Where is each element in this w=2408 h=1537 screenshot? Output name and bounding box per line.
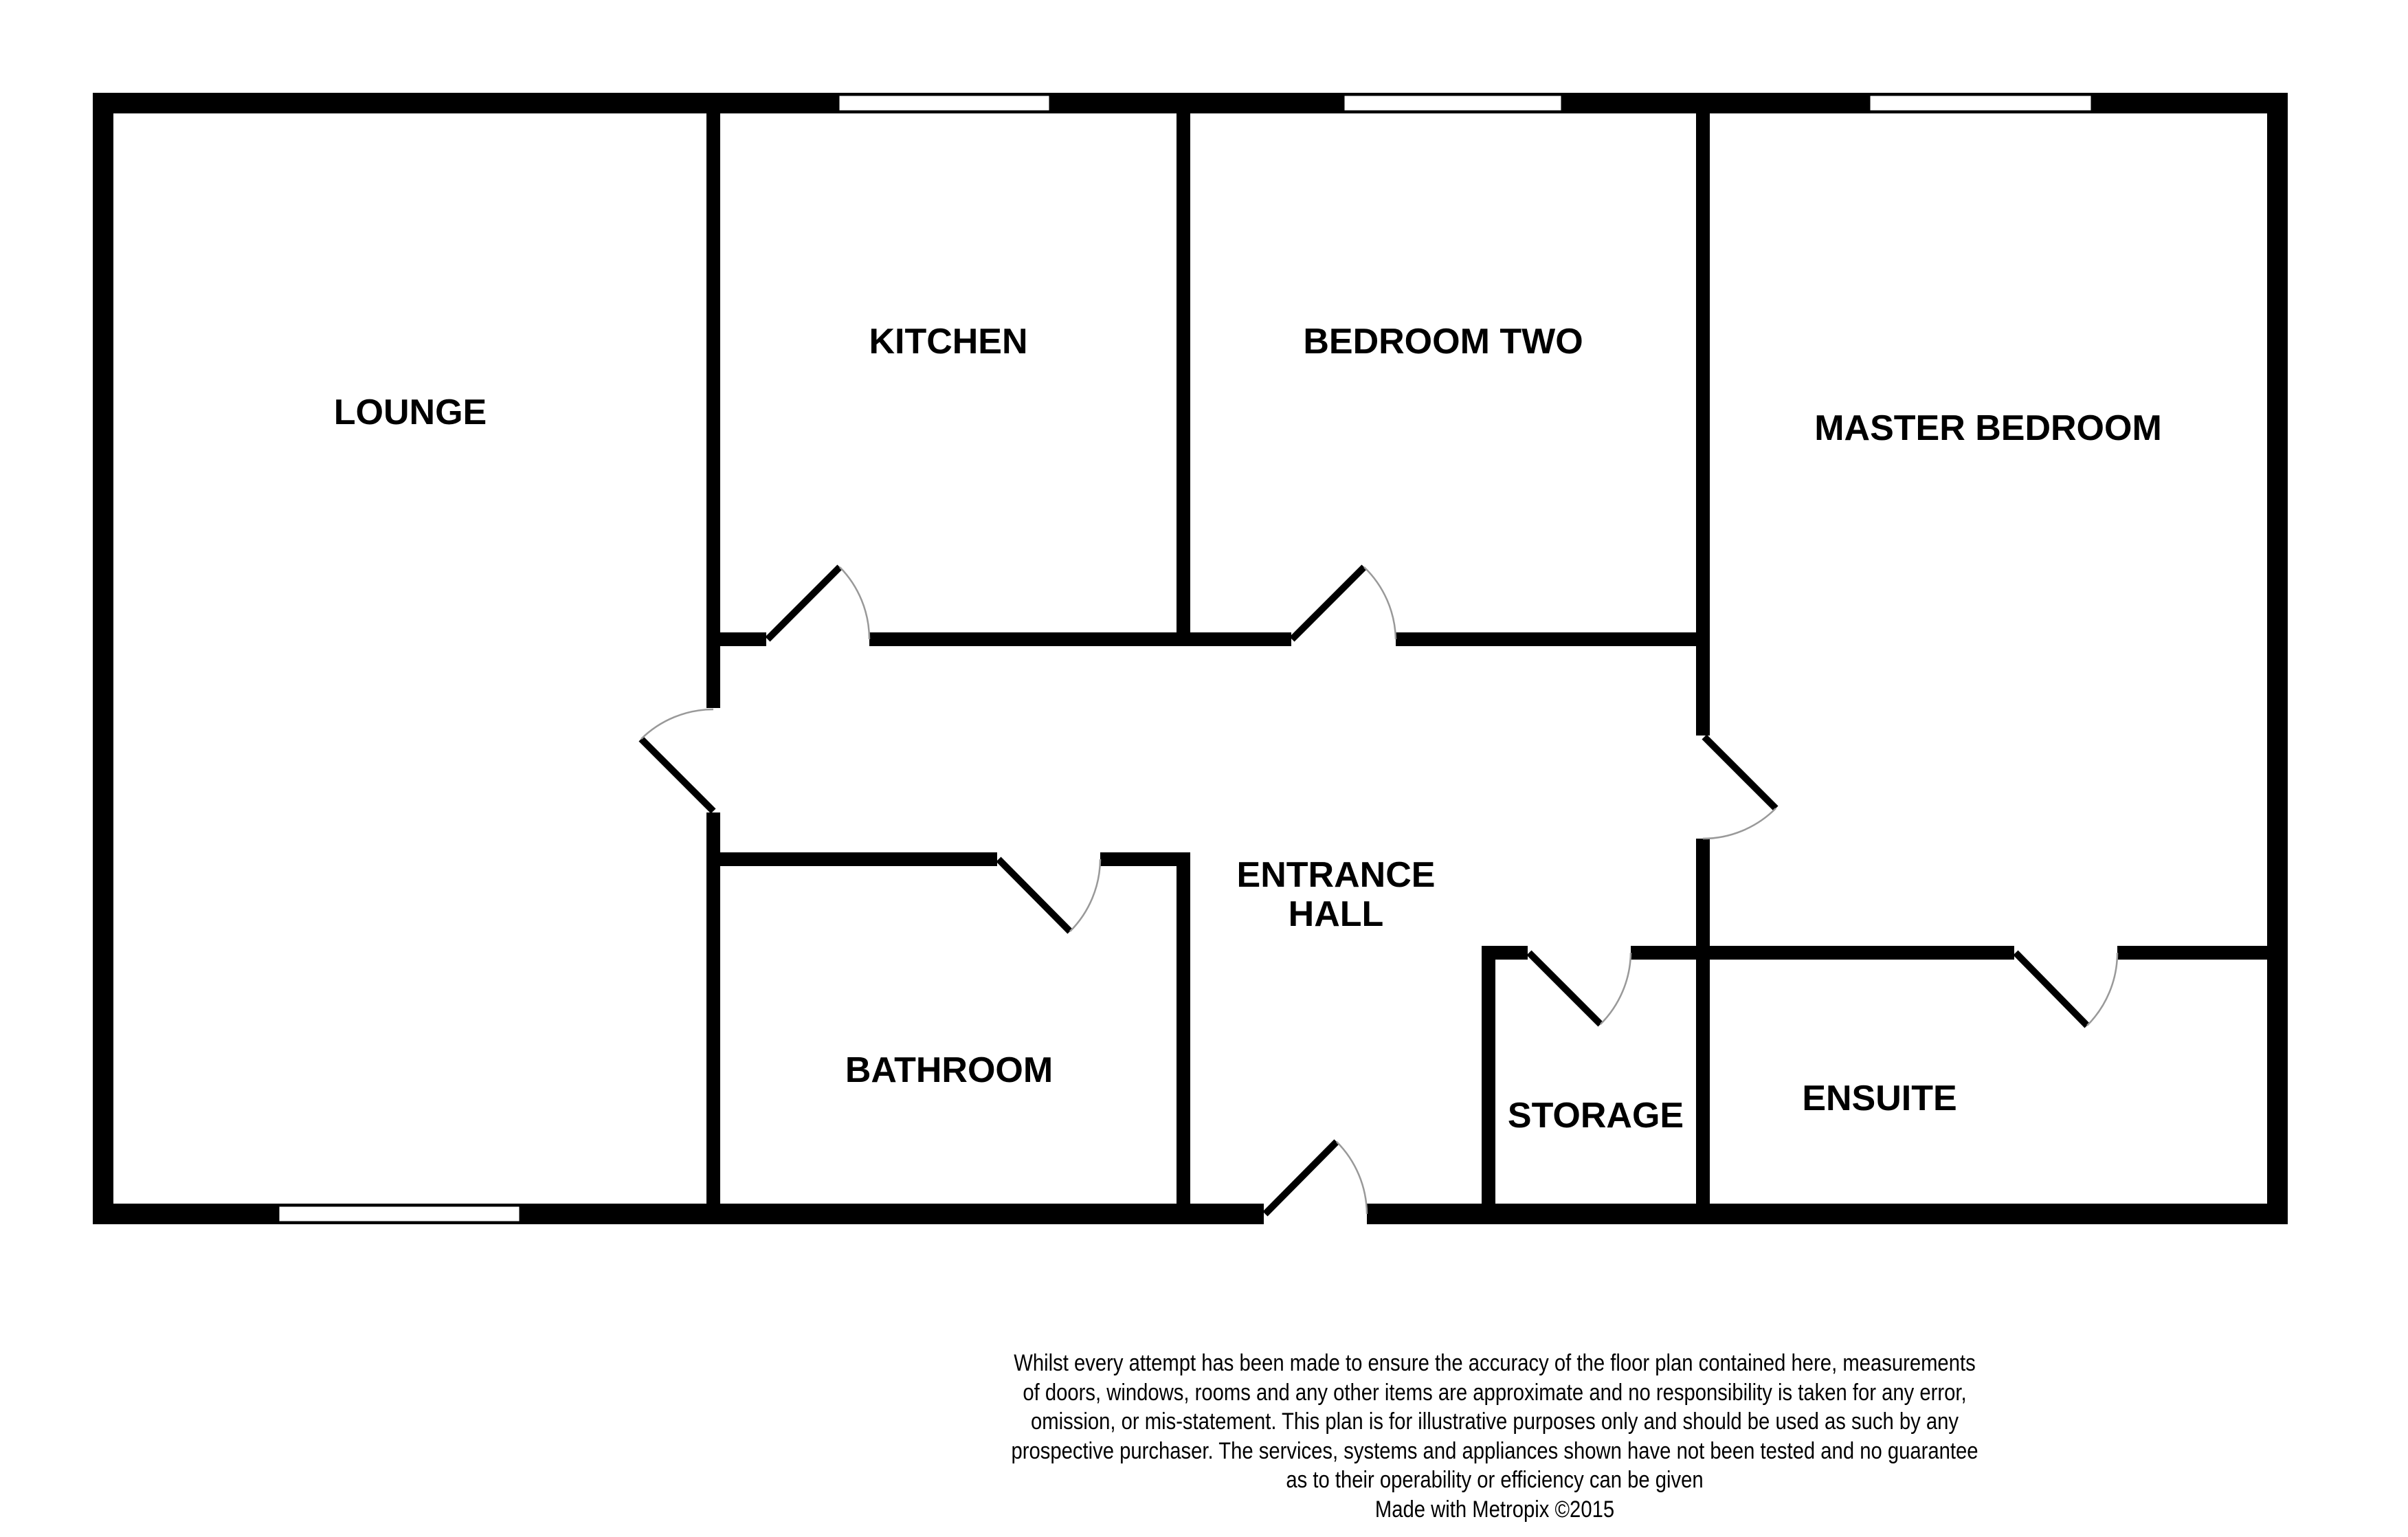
label-storage: STORAGE <box>1508 1096 1684 1136</box>
wall-left <box>93 93 113 1224</box>
door-bedroom-two <box>1289 564 1397 642</box>
window-kitchen <box>837 93 1051 113</box>
internal-walls <box>706 113 2267 1224</box>
room-labels: LOUNGE KITCHEN BEDROOM TWO MASTER BEDROO… <box>334 322 2162 1136</box>
wall-bedroom-master-upper <box>1696 113 1710 736</box>
wall-ensuite-top-b <box>2117 946 2267 960</box>
wall-lounge-hall-lower <box>706 812 720 1224</box>
door-entrance <box>1262 1139 1368 1217</box>
wall-bottom-right <box>1367 1204 2288 1224</box>
label-lounge: LOUNGE <box>334 392 487 432</box>
door-master-bedroom <box>1702 734 1779 840</box>
door-storage <box>1526 950 1632 1027</box>
door-lounge <box>638 708 716 814</box>
door-bathroom <box>996 856 1102 934</box>
label-entrance-hall-line1: ENTRANCE <box>1237 855 1436 895</box>
wall-kitchen-bottom-b <box>869 632 1291 646</box>
label-entrance-hall-line2: HALL <box>1289 894 1384 934</box>
wall-lounge-hall-upper <box>706 113 720 708</box>
doors <box>638 564 2119 1217</box>
wall-storage-left <box>1482 946 1495 1224</box>
wall-bathroom-top-b <box>1100 852 1190 866</box>
disclaimer-line: Whilst every attempt has been made to en… <box>1014 1350 1976 1376</box>
wall-bathroom-top-a <box>720 852 997 866</box>
wall-storage-top-b <box>1631 946 1710 960</box>
door-kitchen <box>765 564 871 642</box>
wall-kitchen-bedroom-two <box>1177 113 1190 646</box>
credit: Made with Metropix ©2015 <box>1374 1496 1615 1523</box>
label-master-bedroom: MASTER BEDROOM <box>1814 408 2162 448</box>
window-master-bedroom <box>1868 93 2093 113</box>
disclaimer-line: omission, or mis-statement. This plan is… <box>1030 1408 1959 1435</box>
wall-bedroom-master-lower <box>1696 839 1710 1224</box>
wall-bottom-left <box>93 1204 1264 1224</box>
wall-kitchen-bottom-a <box>720 632 766 646</box>
disclaimer-line: of doors, windows, rooms and any other i… <box>1023 1379 1967 1406</box>
wall-bathroom-right <box>1177 852 1190 1224</box>
disclaimer: Whilst every attempt has been made to en… <box>948 1349 2042 1524</box>
windows <box>277 93 2093 1224</box>
disclaimer-line: prospective purchaser. The services, sys… <box>1011 1437 1978 1464</box>
wall-right <box>2267 93 2288 1224</box>
wall-ensuite-top-a <box>1710 946 2014 960</box>
wall-bedroom-two-bottom <box>1396 632 1710 646</box>
label-bedroom-two: BEDROOM TWO <box>1303 322 1583 362</box>
label-kitchen: KITCHEN <box>869 322 1027 362</box>
label-bathroom: BATHROOM <box>845 1050 1053 1090</box>
disclaimer-line: as to their operability or efficiency ca… <box>1286 1467 1704 1493</box>
label-ensuite: ENSUITE <box>1802 1079 1957 1118</box>
wall-storage-top-a <box>1482 946 1528 960</box>
window-lounge <box>277 1204 522 1224</box>
door-ensuite <box>2013 950 2119 1028</box>
window-bedroom-two <box>1342 93 1563 113</box>
